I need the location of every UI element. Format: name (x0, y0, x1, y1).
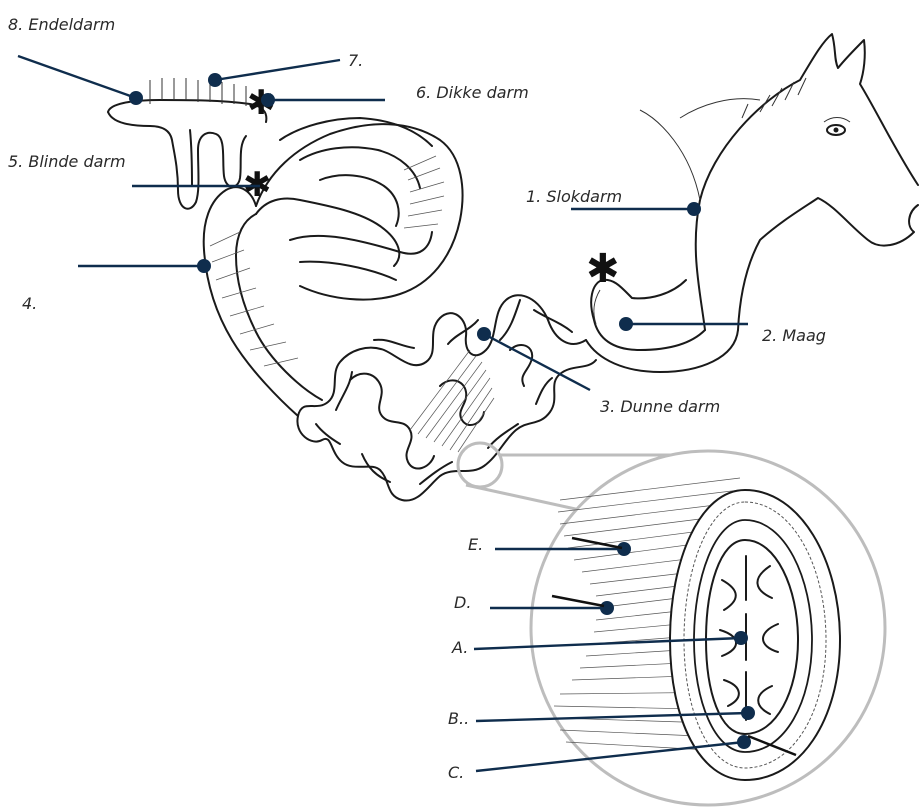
small-intestine-illustration (297, 295, 596, 500)
stomach-illustration (586, 280, 738, 372)
label-endeldarm: 8. Endeldarm (8, 15, 115, 34)
label-maag: 2. Maag (762, 326, 826, 345)
label-e: E. (468, 535, 483, 554)
label-dunne-darm: 3. Dunne darm (600, 397, 720, 416)
label-blinde-darm: 5. Blinde darm (8, 152, 126, 171)
label-4: 4. (22, 294, 37, 313)
label-a: A. (451, 638, 468, 657)
label-c: C. (448, 763, 464, 782)
label-b: B.. (448, 709, 469, 728)
label-dikke-darm: 6. Dikke darm (416, 83, 529, 102)
intestine-cross-section-magnified (531, 451, 885, 805)
label-7: 7. (348, 51, 363, 70)
large-intestine-illustration (204, 118, 463, 416)
marker-asterisk-stomach: ✱ (586, 246, 620, 292)
label-slokdarm: 1. Slokdarm (526, 187, 622, 206)
horse-head-illustration (640, 34, 918, 330)
label-d: D. (454, 593, 471, 612)
